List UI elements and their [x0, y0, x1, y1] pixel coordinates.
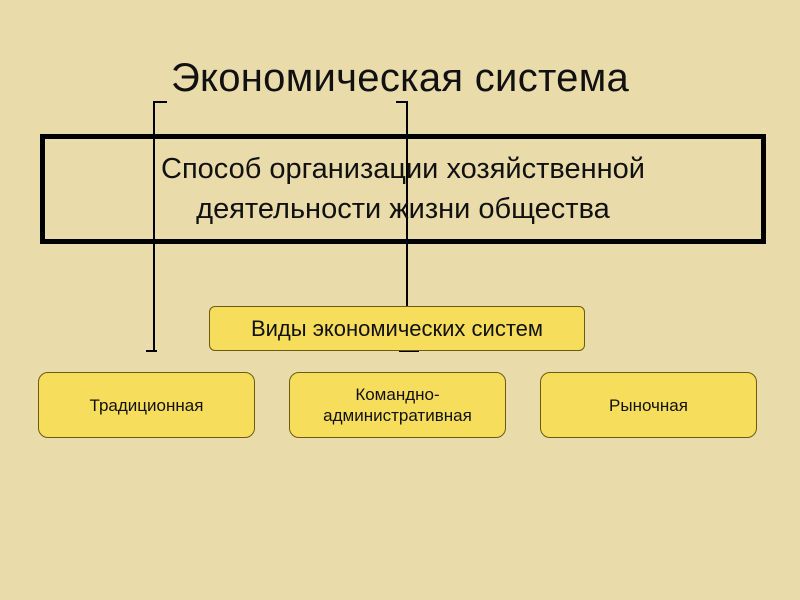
definition-text: Способ организации хозяйственной деятель… [161, 153, 645, 225]
type-label: Командно- административная [323, 385, 472, 425]
slide-title: Экономическая система [170, 56, 630, 100]
type-box-traditional: Традиционная [38, 372, 255, 438]
right-bracket-vertical [406, 101, 408, 306]
type-label: Рыночная [609, 395, 688, 415]
type-label: Традиционная [89, 395, 204, 415]
types-header-box: Виды экономических систем [209, 306, 585, 351]
type-box-command: Командно- административная [289, 372, 506, 438]
type-box-market: Рыночная [540, 372, 757, 438]
left-bracket-vertical [153, 101, 155, 352]
right-bracket-bottom-tick [399, 350, 419, 352]
definition-box: Способ организации хозяйственной деятель… [40, 134, 766, 244]
left-bracket-top-tick [153, 101, 167, 103]
right-bracket-top-tick [396, 101, 408, 103]
types-header-label: Виды экономических систем [250, 315, 544, 341]
left-bracket-bottom-tick [146, 350, 157, 352]
